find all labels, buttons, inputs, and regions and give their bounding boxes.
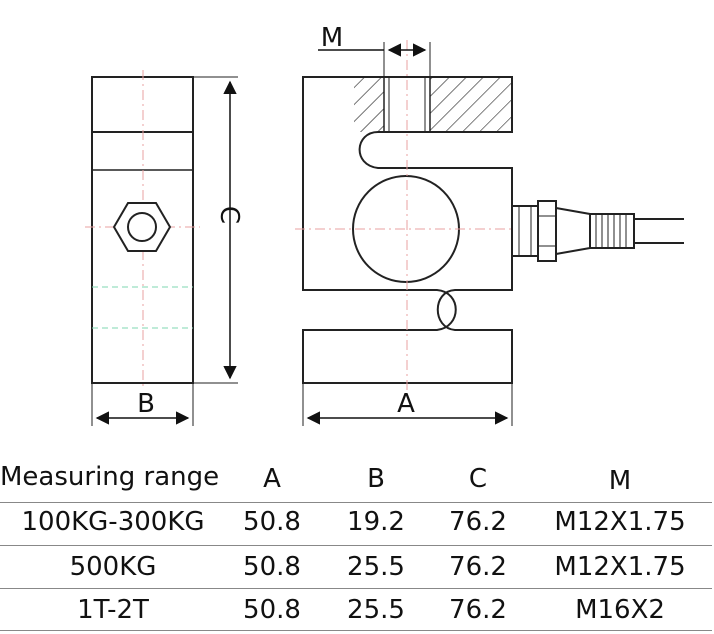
side-view	[85, 70, 200, 390]
table-cell-b: 25.5	[347, 595, 405, 625]
table-cell-a: 50.8	[243, 507, 301, 537]
header-b: B	[367, 464, 385, 494]
table-cell-a: 50.8	[243, 595, 301, 625]
technical-drawing: C B	[85, 23, 684, 426]
header-c: C	[468, 464, 488, 494]
table-cell-a: 50.8	[243, 552, 301, 582]
cable	[634, 218, 684, 244]
header-m: M	[608, 466, 632, 496]
table-cell-c: 76.2	[449, 595, 507, 625]
table-divider	[0, 502, 712, 503]
front-view	[295, 40, 520, 395]
dimension-a: A	[302, 383, 513, 426]
spec-table: Measuring range A B C M 100KG-300KG 50.8…	[0, 440, 714, 634]
table-cell-b: 19.2	[347, 507, 405, 537]
table-cell-range: 1T-2T	[77, 595, 149, 625]
table-cell-m: M12X1.75	[554, 552, 686, 582]
table-cell-c: 76.2	[449, 552, 507, 582]
table-cell-range: 100KG-300KG	[21, 507, 205, 537]
dimension-label-c: C	[214, 206, 244, 224]
dimension-b: B	[91, 383, 194, 426]
header-a: A	[263, 464, 281, 494]
table-cell-b: 25.5	[347, 552, 405, 582]
dimension-c: C	[193, 76, 244, 384]
header-measuring-range: Measuring range	[0, 462, 220, 492]
cable-connector	[511, 200, 684, 262]
table-cell-range: 500KG	[69, 552, 157, 582]
dimension-label-b: B	[137, 389, 155, 419]
table-divider	[0, 630, 712, 631]
dimension-m: M	[318, 23, 431, 77]
dimension-label-m: M	[321, 23, 343, 53]
table-cell-m: M16X2	[575, 595, 665, 625]
table-cell-c: 76.2	[449, 507, 507, 537]
table-divider	[0, 588, 712, 589]
table-cell-m: M12X1.75	[554, 507, 686, 537]
dimension-label-a: A	[397, 389, 415, 419]
table-divider	[0, 545, 712, 546]
